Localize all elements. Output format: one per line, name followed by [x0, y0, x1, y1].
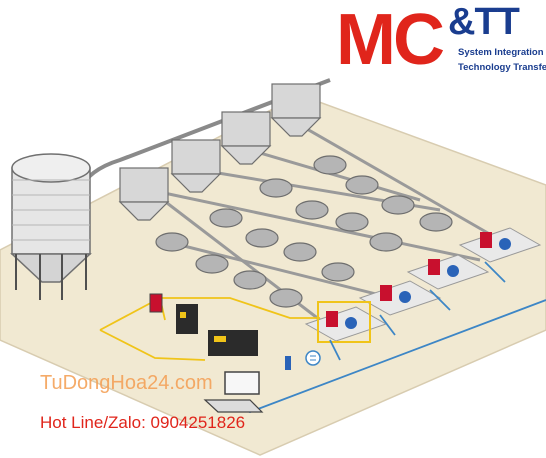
hotline-text: Hot Line/Zalo: 0904251826: [40, 413, 246, 432]
feeder-pan-icon: [295, 200, 329, 220]
website-watermark: TuDongHoa24.com: [40, 372, 213, 394]
logo-tagline-2: Technology Transfer: [458, 62, 546, 73]
feeder-pan-icon: [381, 195, 415, 215]
hopper-icon: [118, 167, 170, 221]
feeder-pan-icon: [245, 228, 279, 248]
feeder-pan-icon: [155, 232, 189, 252]
hopper-icon: [270, 83, 322, 137]
feeder-pan-icon: [335, 212, 369, 232]
motor-controller-icon: [358, 280, 442, 316]
feeder-pan-icon: [209, 208, 243, 228]
feeder-pans: [155, 155, 453, 308]
feeder-pan-icon: [313, 155, 347, 175]
laptop-icon: [203, 371, 264, 413]
feeder-pan-icon: [345, 175, 379, 195]
highlight-frame: [317, 301, 371, 343]
silo-icon: [10, 153, 92, 300]
controller-box-icon: [208, 330, 258, 356]
plc-icon: [176, 304, 198, 334]
feeder-pan-icon: [269, 288, 303, 308]
motor-controller-icon: [406, 254, 490, 290]
hoppers: [118, 83, 322, 221]
feeder-pan-icon: [195, 254, 229, 274]
logo-tagline-1: System Integration: [458, 47, 544, 58]
hopper-icon: [170, 139, 222, 193]
logo-mc-text: MC: [336, 0, 445, 80]
feeder-pan-icon: [419, 212, 453, 232]
motor-controller-icon: [304, 306, 388, 342]
feeder-pan-icon: [321, 262, 355, 282]
motor-stations: [304, 227, 542, 343]
motor-controller-icon: [458, 227, 542, 263]
feeder-pan-icon: [283, 242, 317, 262]
feeder-pan-icon: [259, 178, 293, 198]
company-logo: MC &TT System Integration Technology Tra…: [336, 0, 546, 80]
logo-tt-text: &TT: [448, 1, 520, 43]
feeder-pan-icon: [233, 270, 267, 290]
hopper-icon: [220, 111, 272, 165]
wifi-access-point-icon: [305, 350, 321, 366]
sensor-icon: [285, 356, 291, 370]
io-module-icon: [149, 293, 163, 313]
feeder-pan-icon: [369, 232, 403, 252]
